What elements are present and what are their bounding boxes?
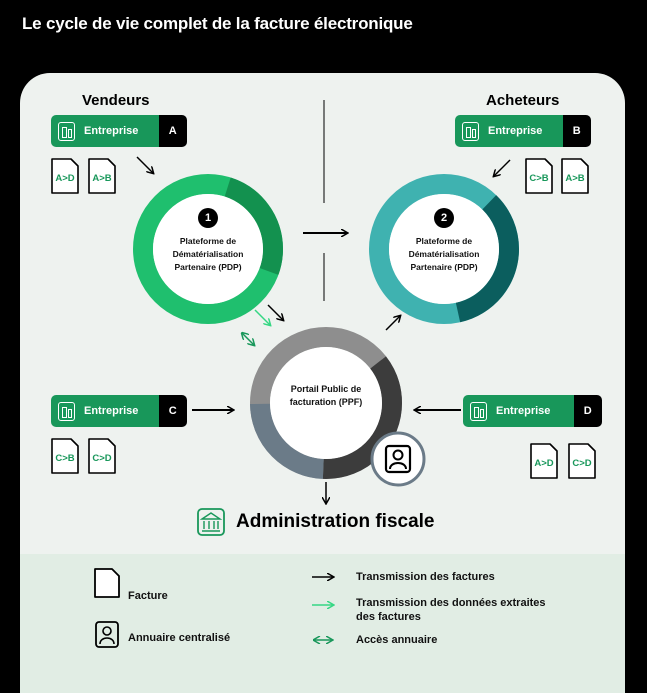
arrow-pdp1-data-to-ppf <box>254 309 270 325</box>
pdp2-ring <box>369 174 519 324</box>
doc-c-2: C>D <box>88 438 116 474</box>
vendeurs-heading: Vendeurs <box>82 92 150 109</box>
doc-a-1: A>D <box>51 158 79 194</box>
entreprise-c-label: Entreprise <box>51 395 159 427</box>
facture-icon <box>94 568 120 598</box>
entreprise-b-label: Entreprise <box>455 115 563 147</box>
legend-acces-annuaire: Accès annuaire <box>356 634 438 646</box>
entreprise-b-key: B <box>562 115 591 147</box>
arrow-annuaire-access <box>242 333 254 345</box>
legend-annuaire: Annuaire centralisé <box>128 632 231 644</box>
arrow-a-to-pdp1 <box>136 156 153 173</box>
annuaire-badge <box>370 431 426 487</box>
entreprise-a-label: Entreprise <box>51 115 159 147</box>
pdp1-label: Plateforme de Dématérialisation Partenai… <box>172 236 244 272</box>
doc-d-2: C>D <box>568 443 596 479</box>
entreprise-a-key: A <box>158 115 187 147</box>
building-icon <box>462 121 479 141</box>
pdp2-label: Plateforme de Dématérialisation Partenai… <box>408 236 480 272</box>
building-icon <box>470 401 487 421</box>
building-icon <box>58 401 75 421</box>
entreprise-b[interactable]: Entreprise B <box>455 115 591 147</box>
ppf-label: Portail Public de facturation (PPF) <box>289 384 363 407</box>
entreprise-c[interactable]: Entreprise C <box>51 395 187 427</box>
building-icon <box>58 121 75 141</box>
entreprise-d-key: D <box>573 395 602 427</box>
arrow-b-to-pdp2 <box>494 159 511 176</box>
legend-facture: Facture <box>128 590 168 602</box>
acheteurs-heading: Acheteurs <box>486 92 560 109</box>
bank-icon <box>197 508 225 536</box>
pdp1-ring <box>133 174 283 324</box>
arrow-ppf-to-pdp2 <box>385 316 400 331</box>
pdp1-number: 1 <box>198 208 218 228</box>
administration-fiscale: Administration fiscale <box>236 511 435 532</box>
page-title: Le cycle de vie complet de la facture él… <box>22 14 413 33</box>
entreprise-d-label: Entreprise <box>463 395 574 427</box>
entreprise-a[interactable]: Entreprise A <box>51 115 187 147</box>
doc-c-1: C>B <box>51 438 79 474</box>
ppf-ring <box>250 327 402 479</box>
arrow-pdp1-to-ppf <box>267 304 283 320</box>
pdp2-number: 2 <box>434 208 454 228</box>
diagram-card: Vendeurs Acheteurs Entreprise A A>D A>B … <box>20 73 625 693</box>
doc-a-2: A>B <box>88 158 116 194</box>
annuaire-legend-icon <box>95 621 119 648</box>
legend-transmission-donnees: Transmission des données extraites des f… <box>356 597 546 623</box>
entreprise-d[interactable]: Entreprise D <box>463 395 602 427</box>
diagram-graphics <box>94 100 519 648</box>
legend-transmission-factures: Transmission des factures <box>356 571 495 583</box>
entreprise-c-key: C <box>158 395 187 427</box>
doc-d-1: A>D <box>530 443 558 479</box>
doc-b-1: C>B <box>525 158 553 194</box>
doc-b-2: A>B <box>561 158 589 194</box>
